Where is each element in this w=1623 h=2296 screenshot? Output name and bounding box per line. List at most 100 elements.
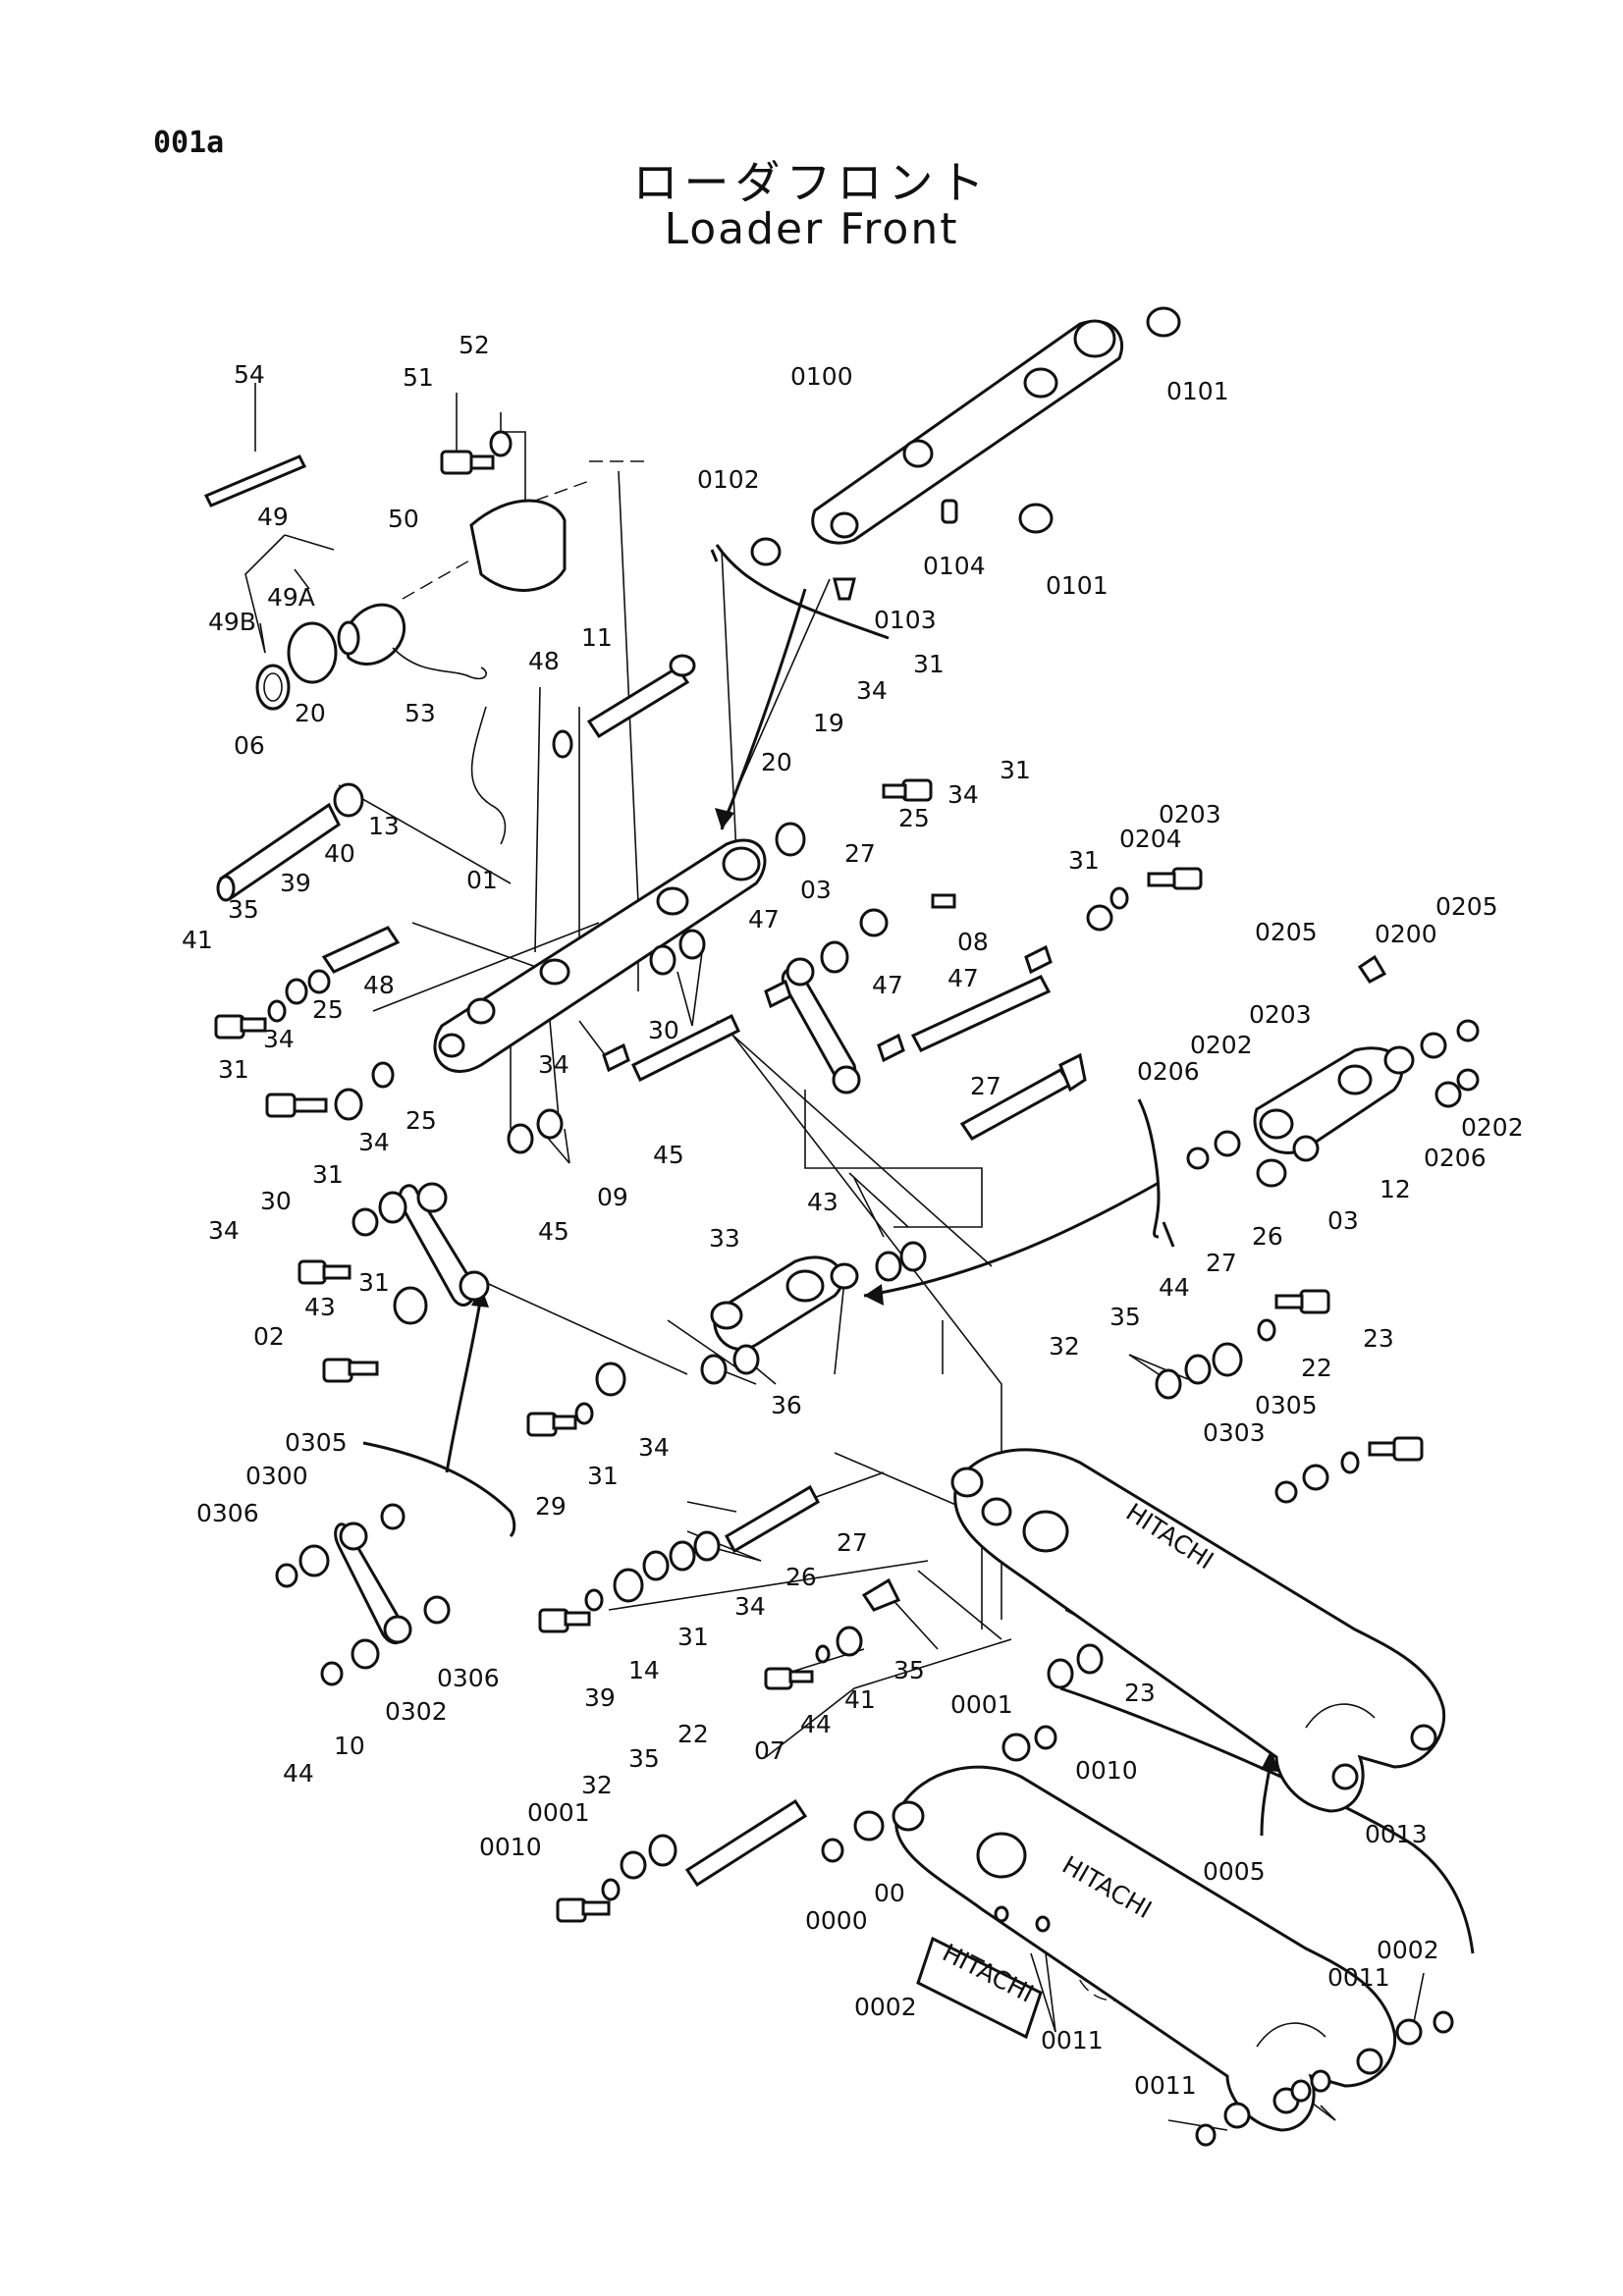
part-label: 34: [358, 1128, 390, 1156]
part-label: 49B: [208, 608, 256, 636]
part-label: 01: [466, 866, 498, 894]
part-label: 03: [800, 876, 832, 904]
part-label: 06: [234, 731, 265, 760]
part-label: 0302: [385, 1697, 448, 1726]
part-label: 0011: [1327, 1963, 1390, 1992]
washer-part-52: [489, 430, 513, 457]
part-label: 10: [334, 1732, 365, 1760]
part-label: 11: [581, 623, 613, 652]
part-label: 47: [947, 964, 979, 992]
part-label: 27: [844, 839, 876, 868]
part-label: 35: [1109, 1303, 1141, 1331]
part-label: 30: [260, 1187, 292, 1215]
part-label: 26: [785, 1563, 817, 1591]
part-label: 51: [403, 363, 434, 392]
name-plate-part-0005: [916, 1936, 1043, 2040]
part-label: 0203: [1249, 1000, 1312, 1029]
part-label: 35: [628, 1744, 660, 1773]
part-label: 31: [358, 1268, 390, 1297]
part-label: 48: [363, 971, 395, 999]
part-label: 34: [734, 1592, 766, 1621]
title-japanese: ローダフロント: [632, 156, 991, 209]
part-label: 0001: [950, 1690, 1013, 1719]
pin-part-07: [684, 1798, 808, 1888]
leader-lines: [244, 383, 1475, 2131]
part-label: 0303: [1203, 1418, 1266, 1447]
part-label: 0305: [285, 1428, 348, 1457]
part-label: 31: [312, 1160, 344, 1189]
part-label: 0103: [874, 606, 937, 634]
part-label: 27: [970, 1072, 1001, 1100]
part-label: 23: [1363, 1324, 1394, 1353]
part-label: 40: [324, 839, 355, 868]
part-label: 32: [1049, 1332, 1080, 1361]
part-label: 0000: [805, 1906, 868, 1935]
part-label: 31: [1000, 756, 1031, 784]
part-label: 0101: [1046, 571, 1109, 600]
part-label: 31: [1068, 846, 1100, 875]
part-label: 0306: [196, 1499, 259, 1527]
part-label: 02: [253, 1322, 285, 1351]
part-label: 29: [535, 1492, 567, 1521]
part-label: 19: [813, 709, 844, 737]
part-label: 0010: [1075, 1756, 1138, 1785]
part-label: 08: [957, 928, 989, 956]
part-label: 0206: [1424, 1144, 1487, 1172]
part-label: 41: [844, 1685, 876, 1714]
part-label: 07: [754, 1736, 785, 1765]
part-label: 00: [874, 1879, 905, 1907]
part-label: 31: [218, 1055, 249, 1084]
part-label: 39: [584, 1683, 616, 1712]
part-label: 09: [597, 1183, 628, 1211]
pin-part-10: [724, 1484, 821, 1554]
part-label: 33: [709, 1224, 740, 1253]
part-label: 0002: [1377, 1936, 1439, 1964]
part-shapes: [203, 306, 1480, 2147]
part-label: 0104: [923, 552, 986, 580]
part-label: 0305: [1255, 1391, 1318, 1419]
part-label: 50: [388, 505, 419, 533]
lamp-ring-part: [255, 664, 291, 711]
part-label: 0300: [245, 1462, 308, 1490]
part-label: 0202: [1461, 1113, 1524, 1142]
pin-part-09: [631, 1013, 740, 1083]
pin-part-08: [910, 975, 1052, 1052]
part-label: 47: [872, 971, 903, 999]
part-label: 41: [182, 926, 213, 954]
part-label: 0001: [527, 1798, 590, 1827]
part-label: 14: [628, 1656, 660, 1684]
part-label: 26: [1252, 1222, 1283, 1251]
cable-tie-part: [203, 454, 307, 507]
part-label: 03: [1327, 1206, 1359, 1235]
bushing-part-0101: [1146, 306, 1181, 338]
part-label: 34: [208, 1216, 240, 1245]
part-label: 0002: [854, 1993, 917, 2021]
part-label: 45: [653, 1141, 684, 1169]
part-label: 27: [1206, 1249, 1237, 1277]
part-label: 35: [893, 1656, 925, 1684]
part-label: 0013: [1365, 1820, 1428, 1848]
part-label: 0005: [1203, 1857, 1266, 1886]
part-label: 34: [263, 1025, 295, 1053]
part-label: 49A: [267, 583, 315, 612]
part-label: 35: [228, 895, 259, 924]
part-label: 0100: [790, 362, 853, 391]
part-label: 22: [677, 1720, 709, 1748]
part-label: 44: [800, 1710, 832, 1738]
part-label: 27: [837, 1528, 868, 1557]
part-label: 0204: [1119, 825, 1182, 853]
part-label: 0206: [1137, 1057, 1200, 1086]
part-label: 0306: [437, 1664, 500, 1692]
part-label: 34: [538, 1050, 569, 1079]
upper-lever-part-0100: [811, 319, 1124, 545]
part-label: 0011: [1134, 2071, 1197, 2100]
part-label: 0203: [1159, 800, 1221, 828]
part-label: 0011: [1041, 2026, 1104, 2055]
part-label: 12: [1380, 1175, 1411, 1203]
part-label: 34: [638, 1433, 670, 1462]
part-label: 32: [581, 1771, 613, 1799]
part-label: 34: [856, 676, 888, 705]
bolt-part-51: [440, 450, 473, 475]
bolt-part-31: [265, 1093, 297, 1118]
